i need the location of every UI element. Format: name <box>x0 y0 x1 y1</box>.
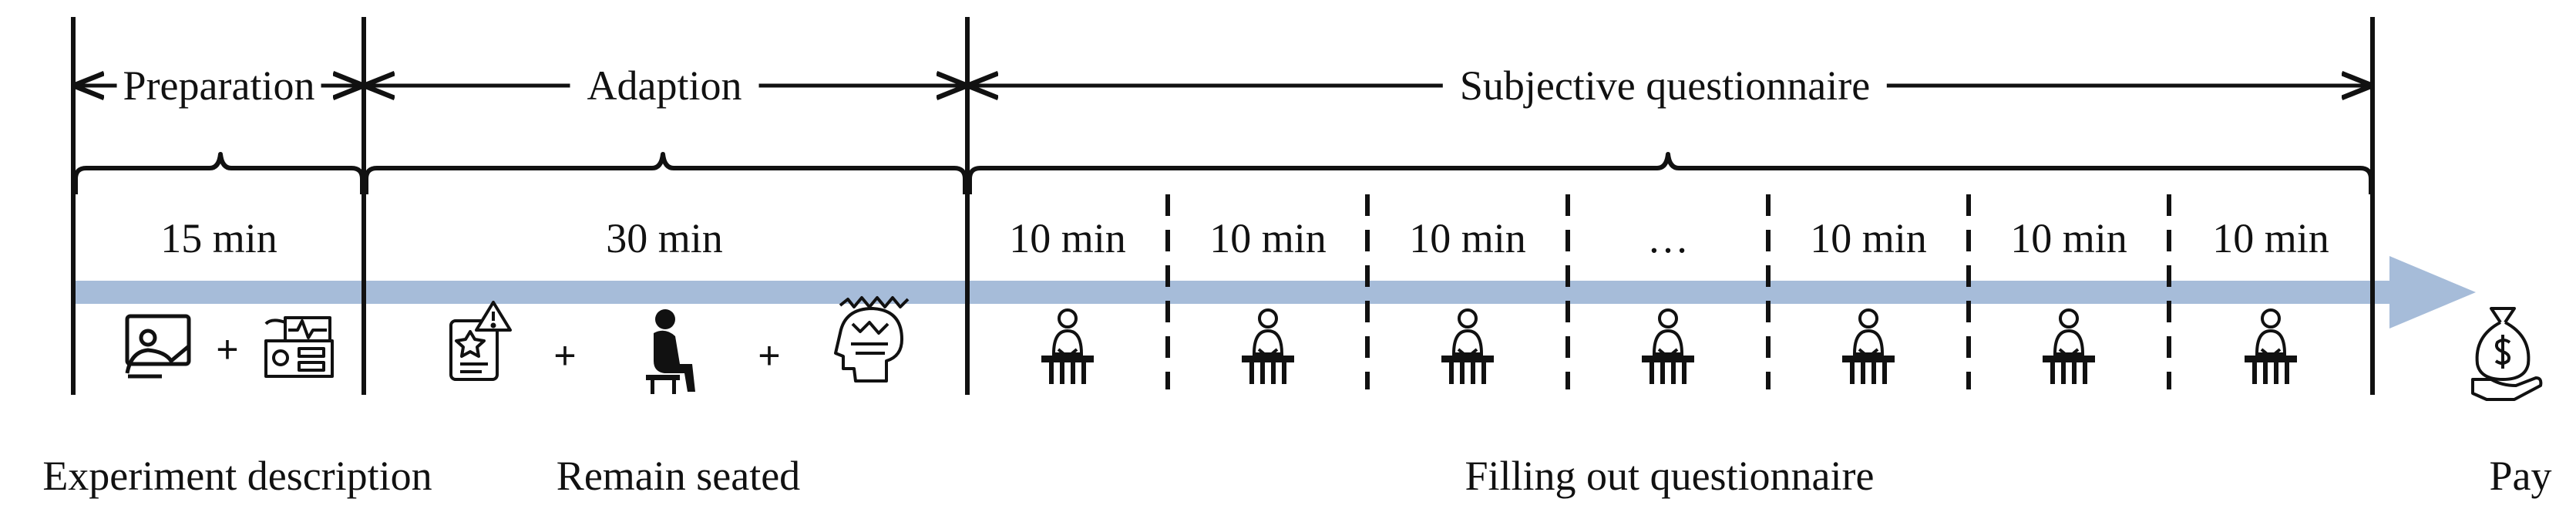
segment-duration: 10 min <box>1209 215 1327 261</box>
person-at-desk-icon <box>1841 308 1896 386</box>
person-at-desk-icon <box>1240 308 1296 386</box>
duration-preparation: 15 min <box>160 215 277 261</box>
phase-label-subjective-questionnaire: Subjective questionnaire <box>1442 65 1888 106</box>
segment-ellipsis: … <box>1647 215 1689 261</box>
plus-sign: + <box>758 334 781 377</box>
segment-duration: 10 min <box>1009 215 1126 261</box>
seated-person-icon <box>646 309 695 394</box>
person-at-desk-icon <box>1640 308 1696 386</box>
label-experiment-description: Experiment description <box>42 453 432 499</box>
person-at-desk-icon <box>2041 308 2097 386</box>
segment-duration: 10 min <box>1409 215 1526 261</box>
label-pay: Pay <box>2489 453 2552 499</box>
brain-signal-icon <box>834 296 910 383</box>
timeline-arrow <box>73 256 2476 329</box>
person-at-desk-icon <box>2243 308 2299 386</box>
monitoring-equipment-icon <box>264 316 334 378</box>
label-filling-out-questionnaire: Filling out questionnaire <box>1465 453 1875 499</box>
person-at-desk-icon <box>1040 308 1095 386</box>
label-remain-seated: Remain seated <box>556 453 801 499</box>
plus-sign: + <box>553 334 577 377</box>
checklist-alert-icon <box>449 301 512 381</box>
segment-duration: 10 min <box>2010 215 2127 261</box>
person-at-desk-icon <box>1440 308 1495 386</box>
duration-adaption: 30 min <box>606 215 723 261</box>
phase-label-adaption: Adaption <box>570 65 759 106</box>
plus-sign: + <box>216 328 239 371</box>
segment-duration: 10 min <box>2212 215 2329 261</box>
phase-boundaries <box>71 17 2375 395</box>
segment-separators <box>1165 194 2171 389</box>
presentation-icon <box>125 314 191 379</box>
segment-duration: 10 min <box>1810 215 1927 261</box>
phase-braces <box>73 152 2373 194</box>
phase-label-preparation: Preparation <box>116 65 321 106</box>
money-bag-hand-icon <box>2471 307 2543 401</box>
